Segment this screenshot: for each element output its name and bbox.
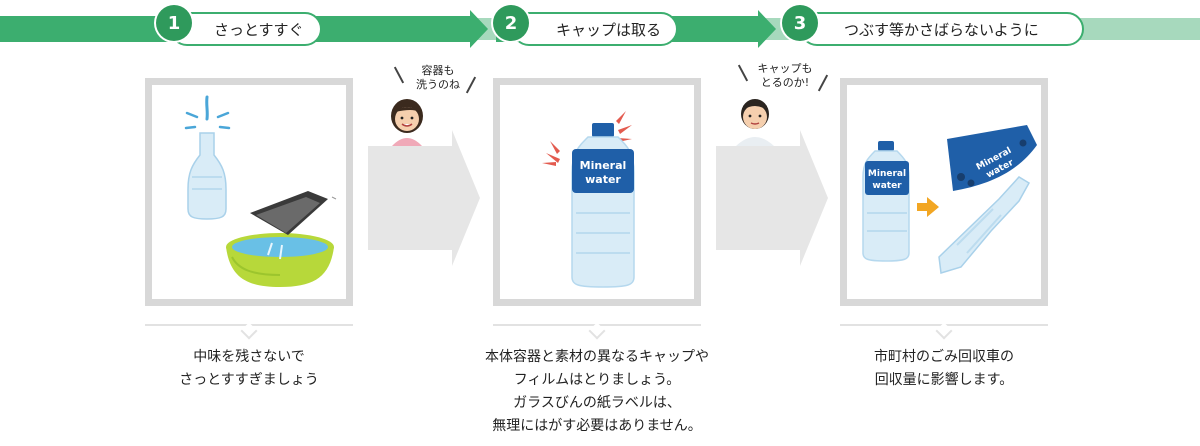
bottle-label-line-1: Mineral — [580, 159, 627, 172]
step-1-title: さっとすすぐ — [214, 20, 304, 39]
faucet-water-icon — [184, 95, 231, 130]
step-2-title: キャップは取る — [556, 20, 662, 39]
bottle-label-line-2: water — [585, 173, 621, 186]
step-2-header: キャップは取る — [512, 12, 678, 46]
step-3-caption-line: 回収量に影響します。 — [874, 372, 1014, 388]
arrow-right-icon — [716, 130, 828, 266]
arrow-right-icon — [368, 130, 480, 266]
step-1-caption: 中味を残さないで さっとすすぎましょう — [145, 346, 353, 392]
alert-marks — [542, 111, 632, 166]
step-1-caption-line: さっとすすぎましょう — [179, 372, 319, 388]
girl-speech-line-2: 洗うのね — [416, 78, 460, 91]
step-3-header: つぶす等かさばらないように — [800, 12, 1084, 46]
bottle-label-line-2: water — [872, 181, 902, 191]
step-1-header: さっとすすぐ — [170, 12, 322, 46]
girl-avatar — [391, 99, 423, 146]
boy-speech-line-2: とるのか! — [760, 76, 810, 89]
boy-speech: キャップも とるのか! — [752, 62, 818, 90]
crushed-bottle-icon: Mineral water — [938, 125, 1037, 274]
girl-speech-line-1: 容器も — [421, 64, 455, 77]
bottle-icon: Mineral water — [571, 123, 635, 288]
step-3-caption-line: 市町村のごみ回収車の — [874, 349, 1014, 365]
cap-removal-illustration: Mineral water — [542, 111, 635, 288]
step-1-panel — [145, 78, 353, 306]
step-2-number: 2 — [493, 5, 529, 41]
step-3-number: 3 — [782, 5, 818, 41]
arrow-right-icon — [470, 10, 488, 48]
step-2-caption: 本体容器と素材の異なるキャップや フィルムはとりましょう。 ガラスびんの紙ラベル… — [443, 346, 751, 438]
speech-mark-left — [737, 64, 749, 82]
speech-mark-right — [817, 74, 829, 92]
step-2-panel: Mineral water — [493, 78, 701, 306]
step-1-number: 1 — [156, 5, 192, 41]
step-2-caption-line: フィルムはとりましょう。 — [513, 372, 681, 388]
bottle-icon: Mineral water — [862, 141, 910, 262]
step-2-caption-line: ガラスびんの紙ラベルは、 — [513, 395, 681, 411]
washbowl-icon — [226, 233, 334, 287]
step-1-caption-line: 中味を残さないで — [193, 349, 305, 365]
step-2-caption-line: 無理にはがす必要はありません。 — [492, 418, 702, 434]
crush-illustration: Mineral water Mineral water — [862, 125, 1037, 274]
bottle-label-line-1: Mineral — [868, 169, 906, 179]
tray-icon — [250, 191, 337, 260]
step-2-caption-line: 本体容器と素材の異なるキャップや — [485, 349, 709, 365]
step-3-caption: 市町村のごみ回収車の 回収量に影響します。 — [840, 346, 1048, 392]
step-3-title: つぶす等かさばらないように — [844, 20, 1039, 39]
rinse-illustration — [184, 95, 337, 287]
speech-mark-left — [393, 66, 405, 84]
boy-speech-line-1: キャップも — [757, 62, 813, 75]
bottle-icon — [187, 132, 227, 220]
boy-avatar — [736, 99, 774, 146]
arrow-right-icon — [917, 197, 939, 217]
girl-speech: 容器も 洗うのね — [408, 64, 468, 92]
arrow-right-icon — [758, 10, 776, 48]
step-3-panel: Mineral water Mineral water — [840, 78, 1048, 306]
